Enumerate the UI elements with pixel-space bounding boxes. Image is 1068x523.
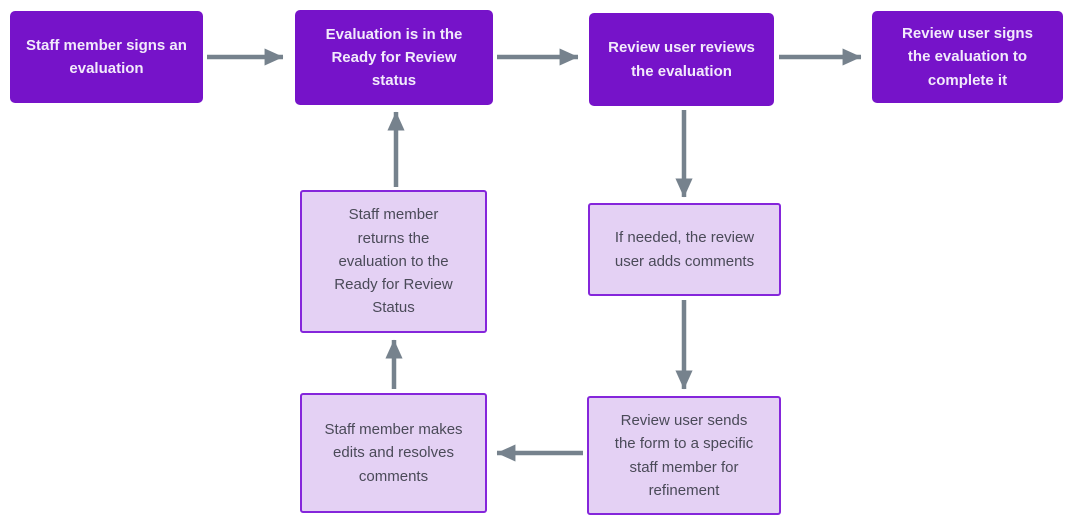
- node-review-user-sends-form: Review user sends the form to a specific…: [587, 396, 781, 515]
- node-staff-returns-evaluation: Staff member returns the evaluation to t…: [300, 190, 487, 333]
- node-label: If needed, the review user adds comments: [614, 229, 755, 270]
- node-staff-signs-evaluation: Staff member signs an evaluation: [10, 11, 203, 103]
- node-review-user-reviews: Review user reviews the evaluation: [589, 13, 774, 106]
- node-ready-for-review-status: Evaluation is in the Ready for Review st…: [295, 10, 493, 105]
- node-label: Staff member signs an evaluation: [26, 36, 187, 77]
- node-staff-makes-edits: Staff member makes edits and resolves co…: [300, 393, 487, 513]
- node-label: Review user reviews the evaluation: [608, 39, 755, 80]
- node-review-user-adds-comments: If needed, the review user adds comments: [588, 203, 781, 296]
- node-review-user-signs-complete: Review user signs the evaluation to comp…: [872, 11, 1063, 103]
- node-label: Review user signs the evaluation to comp…: [902, 25, 1033, 89]
- node-label: Evaluation is in the Ready for Review st…: [325, 25, 463, 90]
- node-label: Review user sends the form to a specific…: [614, 412, 754, 499]
- node-label: Staff member returns the evaluation to t…: [334, 206, 453, 317]
- node-label: Staff member makes edits and resolves co…: [324, 421, 463, 485]
